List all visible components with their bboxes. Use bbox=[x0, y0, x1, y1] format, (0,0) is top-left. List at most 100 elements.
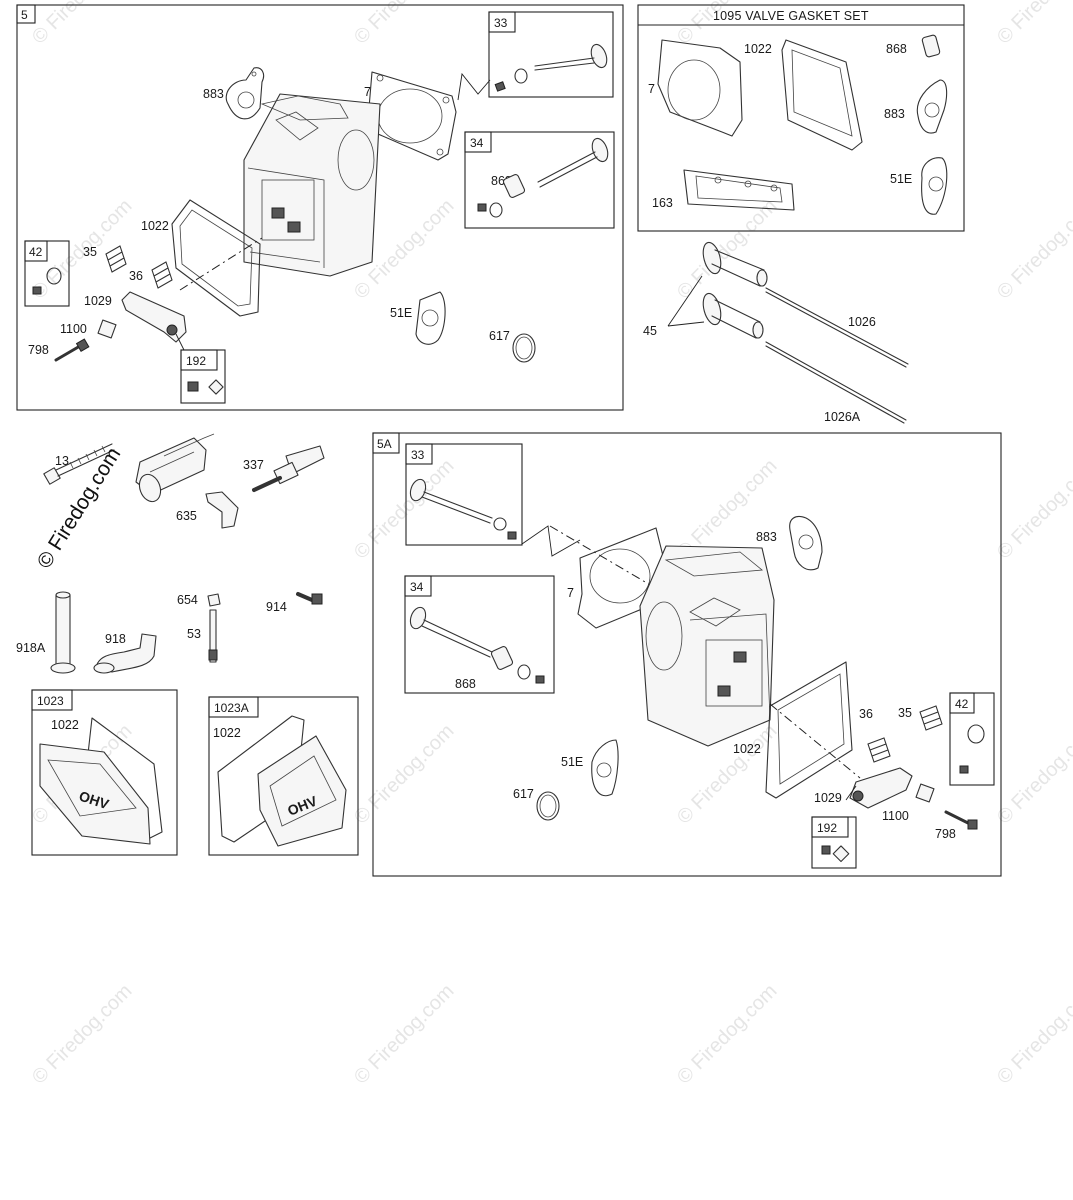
watermark: © Firedog.com bbox=[993, 0, 1073, 49]
head-gasket-icon bbox=[657, 39, 743, 137]
label-617: 617 bbox=[489, 329, 510, 343]
label-53: 53 bbox=[187, 627, 201, 641]
label-51e: 51E bbox=[890, 172, 912, 186]
head-gasket-icon bbox=[577, 527, 665, 629]
label-51e: 51E bbox=[390, 306, 412, 320]
retainer-42-box[interactable]: 42 bbox=[949, 692, 995, 786]
watermark: © Firedog.com bbox=[673, 195, 782, 304]
label-883: 883 bbox=[884, 107, 905, 121]
valve-spring-35-icon bbox=[919, 705, 943, 731]
cylinder-head-icon bbox=[639, 545, 775, 747]
gasket-51e-icon bbox=[921, 157, 948, 215]
nut-icon bbox=[187, 381, 199, 392]
pin-53-icon bbox=[208, 609, 218, 663]
label-45: 45 bbox=[643, 324, 657, 338]
retainer-icon bbox=[46, 267, 62, 285]
label-1026a: 1026A bbox=[824, 410, 861, 424]
label-7: 7 bbox=[364, 85, 371, 99]
label-1100: 1100 bbox=[60, 322, 87, 336]
valve-34-box[interactable]: 34 868 bbox=[404, 575, 555, 694]
label-1022: 1022 bbox=[733, 742, 761, 756]
nut-192-box[interactable]: 192 bbox=[811, 816, 857, 869]
label-883: 883 bbox=[756, 530, 777, 544]
watermark: © Firedog.com bbox=[993, 195, 1073, 304]
label-798: 798 bbox=[28, 343, 49, 357]
label-36: 36 bbox=[859, 707, 873, 721]
gasket-51e-icon bbox=[415, 291, 446, 345]
valve-spring-35-icon bbox=[105, 245, 127, 273]
watermark: © Firedog.com bbox=[350, 0, 459, 49]
gasket-883-icon bbox=[789, 515, 823, 571]
valve-gasket-set-title: 1095 VALVE GASKET SET bbox=[713, 9, 869, 23]
gasket-883-icon bbox=[225, 67, 265, 120]
nut-192-box[interactable]: 192 bbox=[175, 333, 226, 404]
retainer-42-label: 42 bbox=[29, 245, 43, 259]
cover-1023a-frame bbox=[208, 696, 359, 856]
section-5a: 5A 33 34 868 bbox=[372, 432, 1002, 877]
valve-spring-36-icon bbox=[151, 261, 173, 289]
spark-plug-icon bbox=[252, 445, 325, 492]
valve-cover-gasket-icon bbox=[781, 39, 863, 151]
rocker-stud-icon bbox=[54, 338, 90, 362]
label-163: 163 bbox=[652, 196, 673, 210]
watermark-prominent: © Firedog.com bbox=[33, 443, 126, 572]
watermark: © Firedog.com bbox=[993, 980, 1073, 1089]
label-1029: 1029 bbox=[814, 791, 842, 805]
nut-192-label: 192 bbox=[817, 821, 837, 835]
watermark: © Firedog.com bbox=[673, 980, 782, 1089]
head-gasket-icon bbox=[367, 71, 457, 161]
label-654: 654 bbox=[177, 593, 198, 607]
label-914: 914 bbox=[266, 600, 287, 614]
valve-34-label: 34 bbox=[470, 136, 484, 150]
retainer-42-box[interactable]: 42 bbox=[24, 240, 70, 307]
bolt-13-icon bbox=[43, 443, 115, 485]
valve-33-box[interactable]: 33 bbox=[405, 443, 523, 546]
valve-34-box[interactable]: 34 868 bbox=[464, 131, 615, 229]
cylinder-head-icon bbox=[243, 93, 381, 277]
exhaust-valve-icon bbox=[477, 137, 609, 218]
label-868: 868 bbox=[455, 677, 476, 691]
valve-33-box[interactable]: 33 bbox=[488, 11, 614, 98]
label-51e: 51E bbox=[561, 755, 583, 769]
screw-914-icon bbox=[296, 592, 323, 605]
watermark: © Firedog.com bbox=[350, 455, 459, 564]
label-7: 7 bbox=[567, 586, 574, 600]
gasket-883-icon bbox=[916, 79, 948, 134]
watermark: © Firedog.com bbox=[993, 720, 1073, 829]
cover-1023-frame bbox=[31, 689, 178, 856]
section-5: 5 33 34 868 bbox=[16, 4, 624, 411]
clip-654-icon bbox=[207, 593, 221, 607]
valve-33-label: 33 bbox=[494, 16, 508, 30]
valve-cover-1023: 1023 1022 OHV bbox=[31, 689, 178, 856]
label-798: 798 bbox=[935, 827, 956, 841]
label-883: 883 bbox=[203, 87, 224, 101]
label-1022: 1022 bbox=[213, 726, 241, 740]
label-1022: 1022 bbox=[744, 42, 772, 56]
valve-gasket-set: 1095 VALVE GASKET SET 7 1022 868 883 51E… bbox=[637, 4, 965, 232]
label-868: 868 bbox=[886, 42, 907, 56]
label-617: 617 bbox=[513, 787, 534, 801]
valve-spring-36-icon bbox=[867, 737, 891, 763]
retainer-42-label: 42 bbox=[955, 697, 969, 711]
watermark: © Firedog.com bbox=[993, 455, 1073, 564]
watermark: © Firedog.com bbox=[350, 720, 459, 829]
valve-cover-1023a: 1023A 1022 OHV bbox=[208, 696, 359, 856]
intake-valve-icon bbox=[494, 43, 608, 92]
loose-parts: 13 © Firedog.com 337 635 654 53 914 bbox=[16, 433, 325, 674]
label-337: 337 bbox=[243, 458, 264, 472]
section-5-frame bbox=[16, 4, 624, 411]
section-5-tag bbox=[16, 4, 36, 24]
rocker-pivot-icon bbox=[915, 783, 935, 803]
oring-617-icon bbox=[512, 333, 536, 363]
section-5a-frame bbox=[372, 432, 1002, 877]
rocker-arm-icon bbox=[849, 767, 913, 809]
label-13: 13 bbox=[55, 454, 69, 468]
label-635: 635 bbox=[176, 509, 197, 523]
valve-cover-icon bbox=[39, 743, 151, 845]
intake-valve-icon bbox=[409, 478, 517, 540]
label-1022: 1022 bbox=[51, 718, 79, 732]
oring-617-icon bbox=[536, 791, 560, 821]
cover-1023-label: 1023 bbox=[37, 694, 64, 708]
valve-seal-icon bbox=[921, 34, 941, 58]
